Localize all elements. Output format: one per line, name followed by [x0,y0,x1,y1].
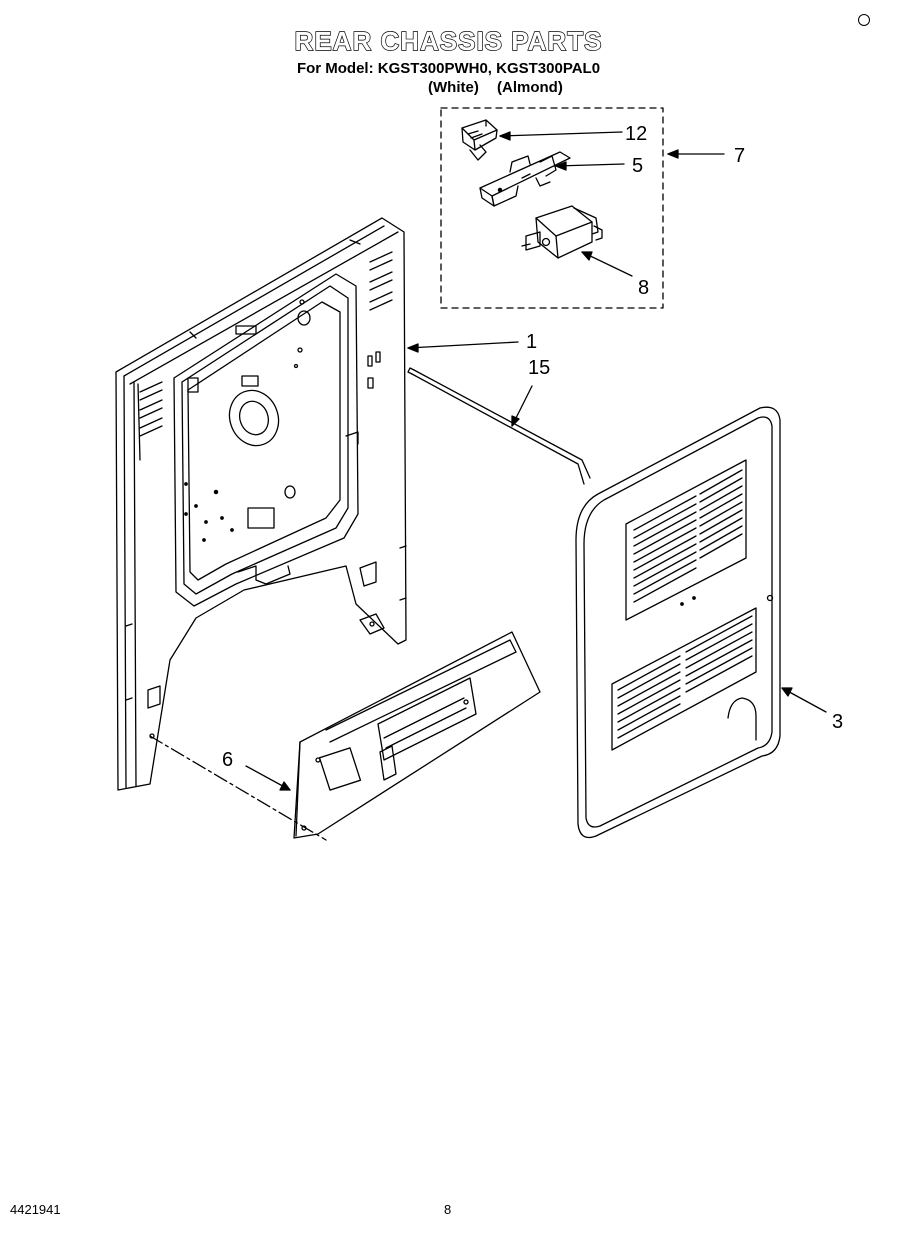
callout-7: 7 [734,145,745,167]
color-variants: (White) (Almond) [428,79,577,96]
leader-1 [407,341,519,349]
page-title: REAR CHASSIS PARTS [294,25,603,56]
assembly-7-dashed-box [440,107,664,309]
part-3-rear-cover [575,406,781,839]
part-5-bracket [479,151,571,207]
callout-5: 5 [632,155,643,177]
color-almond-label: (Almond) [497,79,563,96]
part-1-rear-panel [115,217,407,791]
model-subtitle: For Model: KGST300PWH0, KGST300PAL0 [296,60,601,77]
part-12-block [461,119,498,161]
leader-5 [555,163,625,167]
part-15-rod [407,367,591,485]
callout-3: 3 [832,711,843,733]
callout-12: 12 [625,123,647,145]
part-6-lower-panel [293,631,541,839]
assembly-dashed-line [149,735,327,841]
callout-8: 8 [638,277,649,299]
color-white-label: (White) [428,79,479,96]
part-8-switch [521,205,603,259]
callout-6: 6 [222,749,233,771]
callout-15: 15 [528,357,550,379]
corner-circle-mark [858,14,870,26]
leader-lines [149,131,827,841]
page-number: 8 [444,1202,452,1217]
callout-1: 1 [526,331,537,353]
leader-12 [499,131,623,137]
document-number: 4421941 [10,1202,61,1217]
